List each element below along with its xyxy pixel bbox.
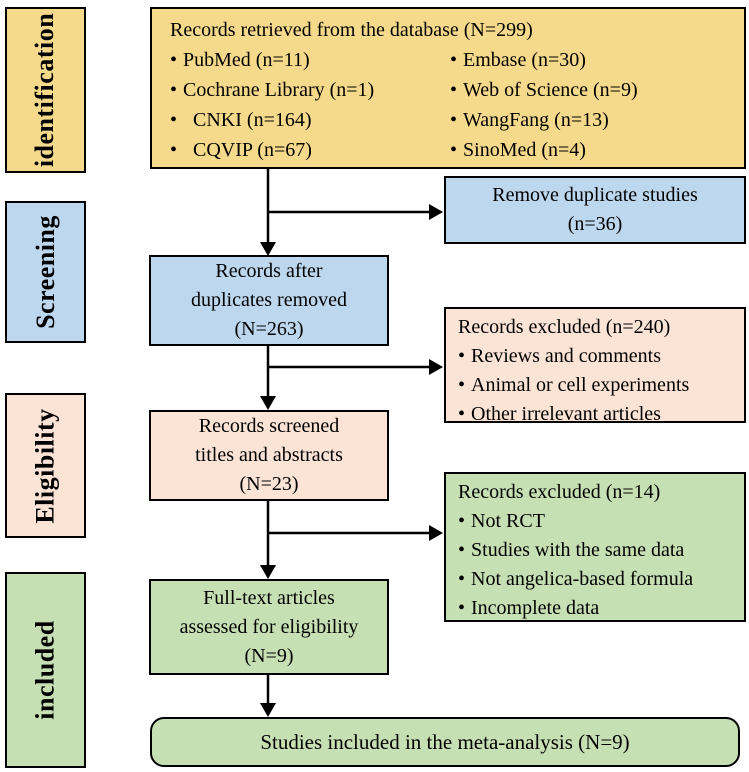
exclusion-reason-label: Not angelica-based formula (471, 568, 694, 590)
box-fulltext-assessed: Full-text articles assessed for eligibil… (149, 579, 389, 675)
exclusion-reason: •Other irrelevant articles (458, 400, 736, 429)
records-screened-line: Records screened (198, 415, 340, 437)
exclusion-reason: •Not angelica-based formula (458, 565, 736, 594)
bullet-icon: • (458, 539, 466, 561)
fulltext-assessed-line: assessed for eligibility (179, 615, 359, 638)
bullet-icon: • (450, 109, 458, 131)
arrowhead-branch-excluded14 (429, 525, 443, 541)
exclusion-reason-label: Reviews and comments (471, 345, 661, 367)
database-item-label: CQVIP (n=67) (193, 139, 312, 161)
arrowhead-screened-down (260, 565, 276, 579)
bullet-icon: • (450, 79, 458, 101)
database-item-label: PubMed (n=11) (183, 49, 310, 71)
stage-identification: identification (5, 7, 86, 173)
bullet-icon: • (458, 597, 466, 619)
arrowhead-retrieved-down (260, 242, 276, 256)
box-studies-included: Studies included in the meta-analysis (N… (150, 717, 740, 767)
bullet-icon: • (458, 568, 466, 590)
bullet-icon: • (458, 374, 466, 396)
records-retrieved-title: Records retrieved from the database (N=2… (170, 19, 533, 41)
exclusion-reason-label: Not RCT (471, 510, 545, 532)
records-retrieved-right-column: •Embase (n=30) •Web of Science (n=9) •Wa… (450, 45, 734, 165)
bullet-icon: • (458, 403, 466, 425)
remove-duplicates-line: Remove duplicate studies (492, 184, 698, 206)
fulltext-assessed-count: (N=9) (244, 644, 294, 667)
exclusion-reason: •Studies with the same data (458, 536, 736, 565)
after-duplicates-count: (N=263) (234, 318, 304, 340)
stage-included-label: included (30, 620, 60, 720)
bullet-icon: • (450, 139, 458, 161)
stage-included: included (5, 572, 86, 768)
arrowhead-branch-excluded240 (429, 359, 443, 375)
records-retrieved-columns: •PubMed (n=11) •Cochrane Library (n=1) •… (170, 45, 734, 165)
stage-screening: Screening (5, 201, 86, 343)
after-duplicates-line: Records after (215, 260, 323, 282)
records-retrieved-left-column: •PubMed (n=11) •Cochrane Library (n=1) •… (170, 45, 450, 165)
box-remove-duplicates: Remove duplicate studies (n=36) (444, 176, 746, 244)
stage-eligibility: Eligibility (5, 393, 86, 538)
database-item-label: SinoMed (n=4) (463, 139, 586, 161)
excluded-eligibility-title: Records excluded (n=14) (458, 481, 661, 503)
stage-screening-label: Screening (30, 215, 60, 329)
arrowhead-branch-duplicates (429, 204, 443, 220)
studies-included-title: Studies included in the meta-analysis (N… (260, 729, 630, 754)
bullet-icon: • (458, 345, 466, 367)
stage-eligibility-label: Eligibility (30, 407, 60, 524)
database-item: •WangFang (n=13) (450, 105, 734, 135)
bullet-icon: • (170, 139, 178, 161)
bullet-icon: • (458, 510, 466, 532)
exclusion-reason: •Animal or cell experiments (458, 371, 736, 400)
box-after-duplicates: Records after duplicates removed (N=263) (149, 255, 389, 346)
stage-identification-label: identification (30, 12, 60, 168)
exclusion-reason: •Not RCT (458, 507, 736, 536)
bullet-icon: • (170, 79, 178, 101)
database-item: • CQVIP (n=67) (170, 135, 450, 165)
bullet-icon: • (450, 49, 458, 71)
excluded-screening-title: Records excluded (n=240) (458, 316, 671, 338)
database-item: •Embase (n=30) (450, 45, 734, 75)
exclusion-reason-label: Animal or cell experiments (471, 374, 690, 396)
database-item-label: Embase (n=30) (463, 49, 586, 71)
records-screened-line: titles and abstracts (195, 444, 343, 466)
exclusion-reason-label: Studies with the same data (471, 539, 685, 561)
box-records-screened: Records screened titles and abstracts (N… (149, 410, 389, 501)
database-item-label: Web of Science (n=9) (463, 79, 638, 101)
database-item: •PubMed (n=11) (170, 45, 450, 75)
remove-duplicates-count: (n=36) (567, 213, 623, 235)
box-excluded-eligibility: Records excluded (n=14) •Not RCT •Studie… (444, 472, 746, 622)
database-item-label: WangFang (n=13) (463, 109, 609, 131)
exclusion-reason: •Incomplete data (458, 594, 736, 623)
box-records-retrieved: Records retrieved from the database (N=2… (150, 7, 746, 169)
database-item: • CNKI (n=164) (170, 105, 450, 135)
exclusion-reason-label: Incomplete data (471, 597, 600, 619)
bullet-icon: • (170, 49, 178, 71)
database-item: •Web of Science (n=9) (450, 75, 734, 105)
fulltext-assessed-line: Full-text articles (203, 586, 335, 609)
database-item: •SinoMed (n=4) (450, 135, 734, 165)
bullet-icon: • (170, 109, 178, 131)
records-screened-count: (N=23) (239, 473, 299, 495)
database-item: •Cochrane Library (n=1) (170, 75, 450, 105)
box-excluded-screening: Records excluded (n=240) •Reviews and co… (444, 307, 746, 425)
arrowhead-after-down (260, 396, 276, 410)
exclusion-reason: •Reviews and comments (458, 342, 736, 371)
database-item-label: Cochrane Library (n=1) (183, 79, 375, 101)
exclusion-reason-label: Other irrelevant articles (471, 403, 661, 425)
arrowhead-fulltext-down (260, 703, 276, 717)
after-duplicates-line: duplicates removed (190, 289, 348, 311)
database-item-label: CNKI (n=164) (193, 109, 312, 131)
